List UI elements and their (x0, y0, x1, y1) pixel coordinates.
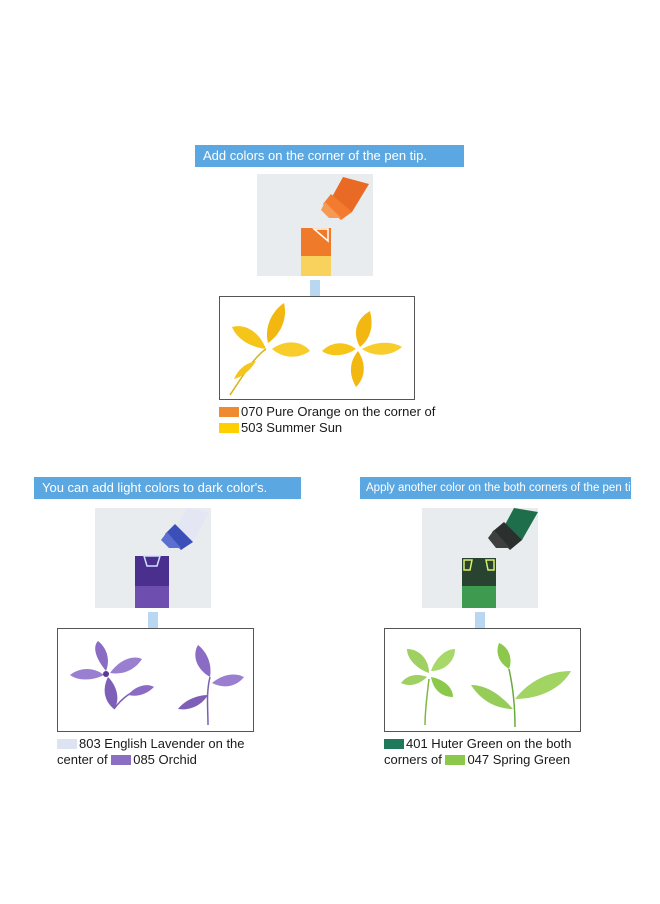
pure-orange-swatch (219, 406, 239, 417)
top-leaf-sample (219, 296, 415, 400)
marker-pen-icon (135, 508, 209, 608)
right-caption-line1: 401 Huter Green on the both (384, 736, 572, 752)
top-marker-photo (257, 174, 373, 276)
left-caption-line1: 803 English Lavender on the (57, 736, 245, 752)
orchid-swatch (111, 754, 132, 765)
right-leaf-sample (384, 628, 581, 732)
left-caption-line2: center of 085 Orchid (57, 752, 197, 767)
top-caption-line2: 503 Summer Sun (219, 420, 342, 436)
left-panel-title: You can add light colors to dark color's… (34, 477, 301, 499)
hunter-green-swatch (384, 738, 404, 749)
marker-pen-icon (301, 177, 369, 276)
marker-pen-icon (462, 508, 538, 608)
right-panel-title: Apply another color on the both corners … (360, 477, 640, 499)
right-marker-photo (422, 508, 538, 608)
left-flower-sample (57, 628, 254, 732)
english-lavender-swatch (57, 738, 77, 749)
right-caption-line2: corners of 047 Spring Green (384, 752, 571, 767)
top-caption-line1: 070 Pure Orange on the corner of (219, 404, 435, 420)
top-panel-title: Add colors on the corner of the pen tip. (195, 145, 464, 167)
left-marker-photo (95, 508, 211, 608)
summer-sun-swatch (219, 422, 239, 433)
spring-green-swatch (445, 754, 466, 765)
